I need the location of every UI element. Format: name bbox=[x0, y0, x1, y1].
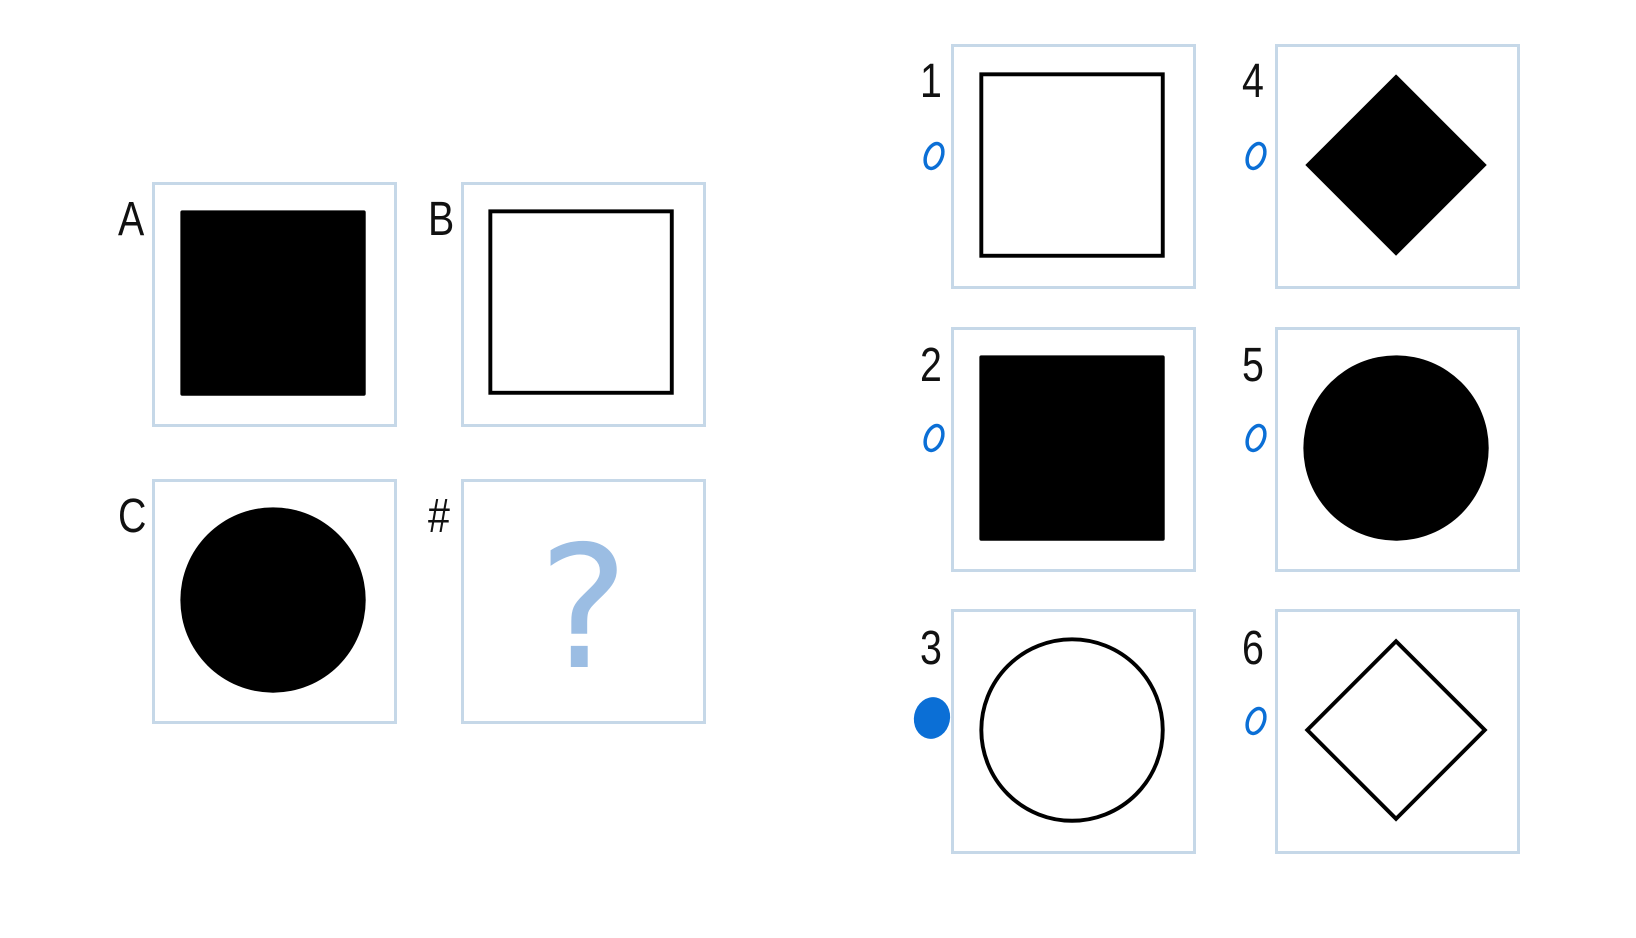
question-cell-c bbox=[152, 479, 397, 724]
radio-selected-icon bbox=[913, 697, 951, 739]
answer-label-3: 3 bbox=[920, 622, 942, 675]
answer-option-2[interactable] bbox=[951, 327, 1196, 572]
circle-filled-icon bbox=[1303, 355, 1489, 541]
radio-unselected-icon bbox=[923, 141, 945, 171]
answer-label-5: 5 bbox=[1242, 339, 1264, 392]
answer-radio-1[interactable] bbox=[912, 134, 956, 178]
question-cell-a bbox=[152, 182, 397, 427]
answer-label-6: 6 bbox=[1242, 622, 1264, 675]
answer-option-4[interactable] bbox=[1275, 44, 1520, 289]
question-cell-b bbox=[461, 182, 706, 427]
answer-option-5[interactable] bbox=[1275, 327, 1520, 572]
cell-label-c: C bbox=[118, 490, 147, 543]
radio-unselected-icon bbox=[923, 423, 945, 453]
radio-unselected-icon bbox=[1245, 423, 1267, 453]
cell-label-a: A bbox=[118, 193, 145, 246]
square-outline-icon bbox=[979, 72, 1165, 258]
square-filled-icon bbox=[180, 210, 366, 396]
question-cell-missing: ? bbox=[461, 479, 706, 724]
radio-unselected-icon bbox=[1245, 706, 1267, 736]
circle-filled-icon bbox=[180, 507, 366, 693]
answer-label-1: 1 bbox=[920, 55, 942, 108]
cell-label-missing: # bbox=[428, 490, 450, 543]
question-mark: ? bbox=[538, 510, 629, 708]
answer-radio-6[interactable] bbox=[1234, 699, 1278, 743]
answer-option-1[interactable] bbox=[951, 44, 1196, 289]
circle-outline-icon bbox=[979, 637, 1165, 823]
answer-radio-5[interactable] bbox=[1234, 416, 1278, 460]
answer-radio-4[interactable] bbox=[1234, 134, 1278, 178]
answer-radio-3[interactable] bbox=[910, 696, 954, 740]
cell-label-b: B bbox=[428, 193, 455, 246]
diamond-outline-icon bbox=[1304, 638, 1488, 822]
answer-option-3[interactable] bbox=[951, 609, 1196, 854]
answer-option-6[interactable] bbox=[1275, 609, 1520, 854]
answer-label-2: 2 bbox=[920, 339, 942, 392]
radio-unselected-icon bbox=[1245, 141, 1267, 171]
diamond-filled-icon bbox=[1305, 74, 1487, 256]
square-outline-icon bbox=[488, 209, 674, 395]
square-filled-icon bbox=[979, 355, 1165, 541]
answer-label-4: 4 bbox=[1242, 55, 1264, 108]
answer-radio-2[interactable] bbox=[912, 416, 956, 460]
